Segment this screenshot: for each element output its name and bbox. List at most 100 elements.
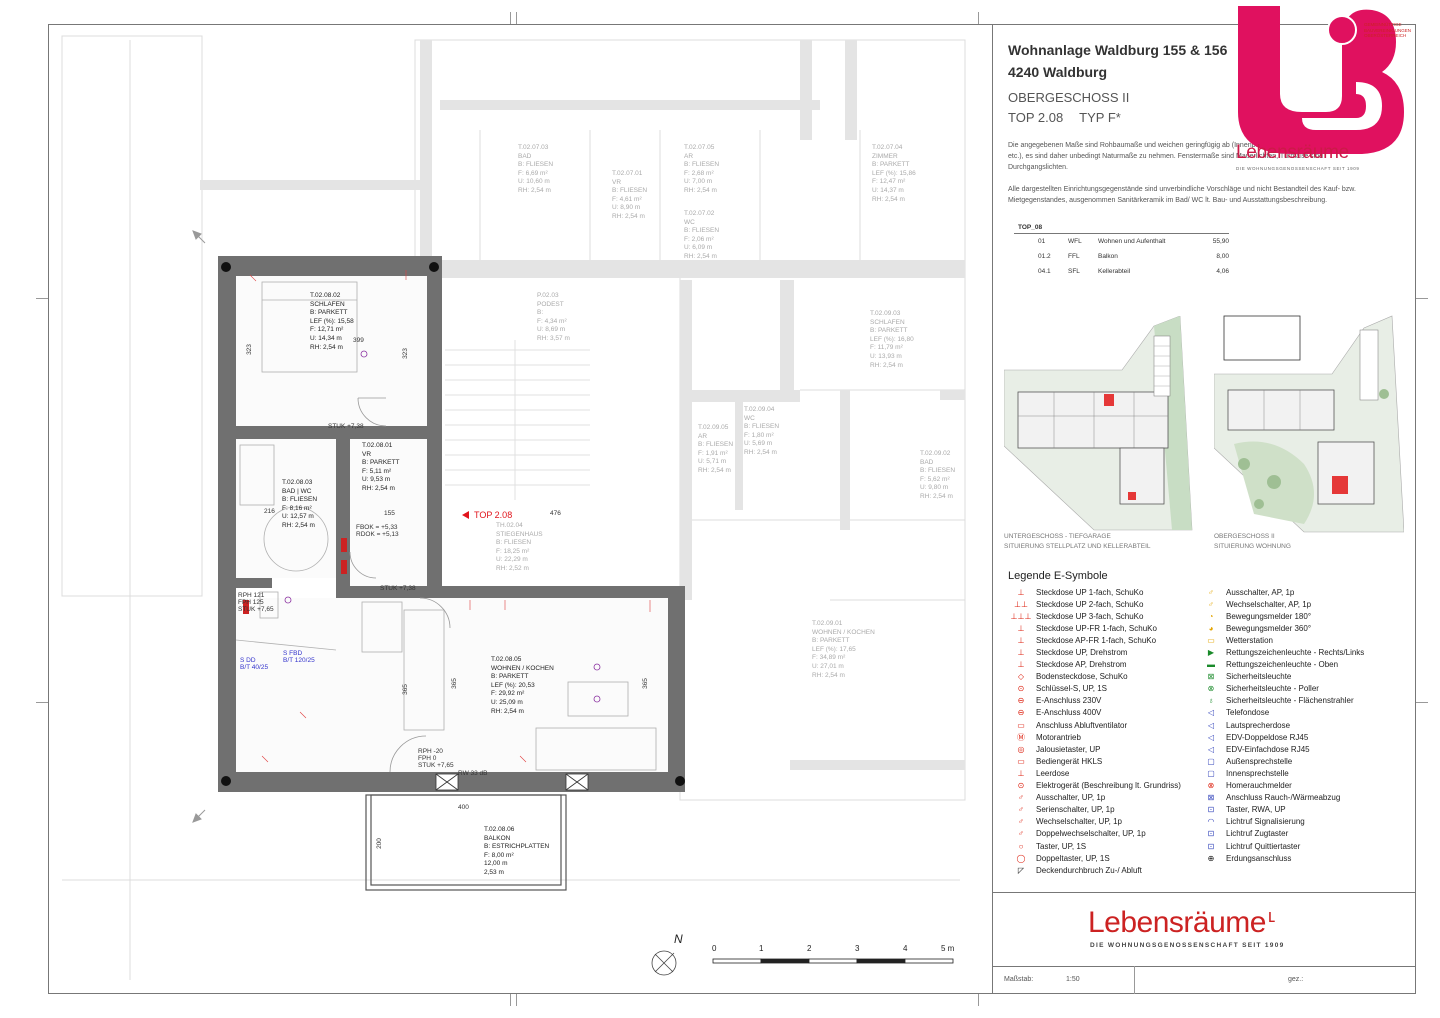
push-button-icon: ○ bbox=[1018, 841, 1024, 851]
legend-item: ⊠Anschluss Rauch-/Wärmeabzug bbox=[1196, 792, 1364, 804]
lebensraeume-logo bbox=[1238, 6, 1404, 154]
scale-tick: 3 bbox=[855, 944, 860, 953]
registration-mark-left bbox=[36, 298, 48, 299]
legend-item: ♂Serienschalter, UP, 1p bbox=[1006, 804, 1181, 816]
speaker-socket-icon: ◁ bbox=[1207, 720, 1215, 730]
scale-tick: 4 bbox=[903, 944, 908, 953]
intercom-icon: ▢ bbox=[1207, 768, 1215, 778]
column-markers bbox=[221, 262, 685, 786]
legend-item: ♂Wechselschalter, UP, 1p bbox=[1006, 816, 1181, 828]
doors bbox=[349, 397, 451, 773]
power-connection-icon: ⊖ bbox=[1017, 696, 1025, 706]
dimension-label: 323 bbox=[401, 348, 409, 359]
stuk-label: STUK +7,38 bbox=[328, 423, 364, 430]
logo-wordmark: Lebensräume bbox=[1236, 142, 1349, 163]
legend-item: ⊡Lichtruf Zugtaster bbox=[1196, 828, 1364, 840]
dimension-label: 365 bbox=[450, 678, 458, 689]
registration-mark-top-right bbox=[978, 12, 979, 24]
registration-mark-bottom bbox=[516, 994, 517, 1006]
legend-item: ▭Wetterstation bbox=[1196, 634, 1364, 646]
dimension-label: 155 bbox=[384, 510, 395, 517]
legend-item: ⊥⊥Steckdose UP 2-fach, SchuKo bbox=[1006, 598, 1181, 610]
key-switch-icon: ⊙ bbox=[1017, 684, 1025, 694]
rwa-button-icon: ⊡ bbox=[1207, 805, 1215, 815]
legend-item: ○Taster, UP, 1S bbox=[1006, 840, 1181, 852]
floor-name: OBERGESCHOSS II bbox=[1008, 90, 1130, 105]
fittings bbox=[235, 281, 657, 771]
control-unit-icon: ▭ bbox=[1017, 756, 1025, 766]
switch-icon: ♂ bbox=[1018, 829, 1024, 839]
network-socket-icon: ◁ bbox=[1207, 744, 1215, 754]
legend-item: ▢Innensprechstelle bbox=[1196, 767, 1364, 779]
shaft-markers bbox=[243, 538, 347, 614]
site-map-floor bbox=[1214, 315, 1404, 533]
legend-item: ⊡Taster, RWA, UP bbox=[1196, 804, 1364, 816]
phone-socket-icon: ◁ bbox=[1207, 708, 1215, 718]
dimension-label: 323 bbox=[245, 344, 253, 355]
network-socket-icon: ◁ bbox=[1207, 732, 1215, 742]
logo-tagline: DIE WOHNUNGSGENOSSENSCHAFT SEIT 1909 bbox=[1236, 166, 1360, 171]
scale-tick: 1 bbox=[759, 944, 764, 953]
windows bbox=[435, 773, 589, 791]
pull-switch-icon: ⊡ bbox=[1207, 829, 1215, 839]
legend-item: ⊠Sicherheitsleuchte bbox=[1196, 671, 1364, 683]
empty-box-icon: ⊥ bbox=[1017, 768, 1025, 778]
safety-light-icon: ⊠ bbox=[1207, 672, 1215, 682]
dimension-label: 476 bbox=[550, 510, 561, 517]
motor-icon: Ⓜ bbox=[1017, 732, 1025, 742]
note-furniture: Alle dargestellten Einrichtungsgegenstän… bbox=[1008, 186, 1356, 204]
exit-sign-icon: ▶ bbox=[1207, 648, 1215, 658]
scale-value: 1:50 bbox=[1066, 976, 1080, 983]
rdok-label: RDOK = +5,13 bbox=[356, 531, 399, 538]
registration-mark-right bbox=[1416, 702, 1428, 703]
divider bbox=[992, 892, 1416, 893]
rw-label: RW 33 dB bbox=[458, 770, 488, 777]
weather-station-icon: ▭ bbox=[1207, 635, 1215, 645]
switch-icon: ♂ bbox=[1208, 599, 1214, 609]
unit-type: TYP F* bbox=[1079, 110, 1121, 125]
legend-item: ⊥Steckdose AP, Drehstrom bbox=[1006, 659, 1181, 671]
area-table-header: TOP_08 bbox=[1014, 222, 1229, 234]
balcony bbox=[365, 794, 567, 891]
registration-mark-right bbox=[1416, 298, 1428, 299]
scale-tick: 0 bbox=[712, 944, 717, 953]
scale-tick: 2 bbox=[807, 944, 812, 953]
safety-light-icon: ⊗ bbox=[1207, 684, 1215, 694]
staircase bbox=[445, 340, 590, 500]
ceiling-opening-icon: ◸ bbox=[1017, 865, 1025, 875]
legend-item: ◎Jalousietaster, UP bbox=[1006, 743, 1181, 755]
legend-item: ⊙Schlüssel-S, UP, 1S bbox=[1006, 683, 1181, 695]
floodlight-icon: ♁ bbox=[1208, 696, 1214, 706]
legend-item: ◁Telefondose bbox=[1196, 707, 1364, 719]
floor-plan bbox=[61, 35, 966, 980]
socket-icon: ⊥ bbox=[1017, 648, 1025, 658]
legend-item: ⊖E-Anschluss 230V bbox=[1006, 695, 1181, 707]
legend-item: ♂Wechselschalter, AP, 1p bbox=[1196, 598, 1364, 610]
appliance-icon: ⊙ bbox=[1017, 781, 1025, 791]
drawn-by-label: gez.: bbox=[1288, 976, 1304, 983]
legend-item: ◁Lautsprecherdose bbox=[1196, 719, 1364, 731]
legend-item: ▬Rettungszeichenleuchte - Oben bbox=[1196, 659, 1364, 671]
socket-icon: ⊥ bbox=[1017, 623, 1025, 633]
switch-icon: ♂ bbox=[1018, 793, 1024, 803]
registration-mark-bottom bbox=[510, 994, 511, 1006]
legend-item: ⊗Homerauchmelder bbox=[1196, 780, 1364, 792]
